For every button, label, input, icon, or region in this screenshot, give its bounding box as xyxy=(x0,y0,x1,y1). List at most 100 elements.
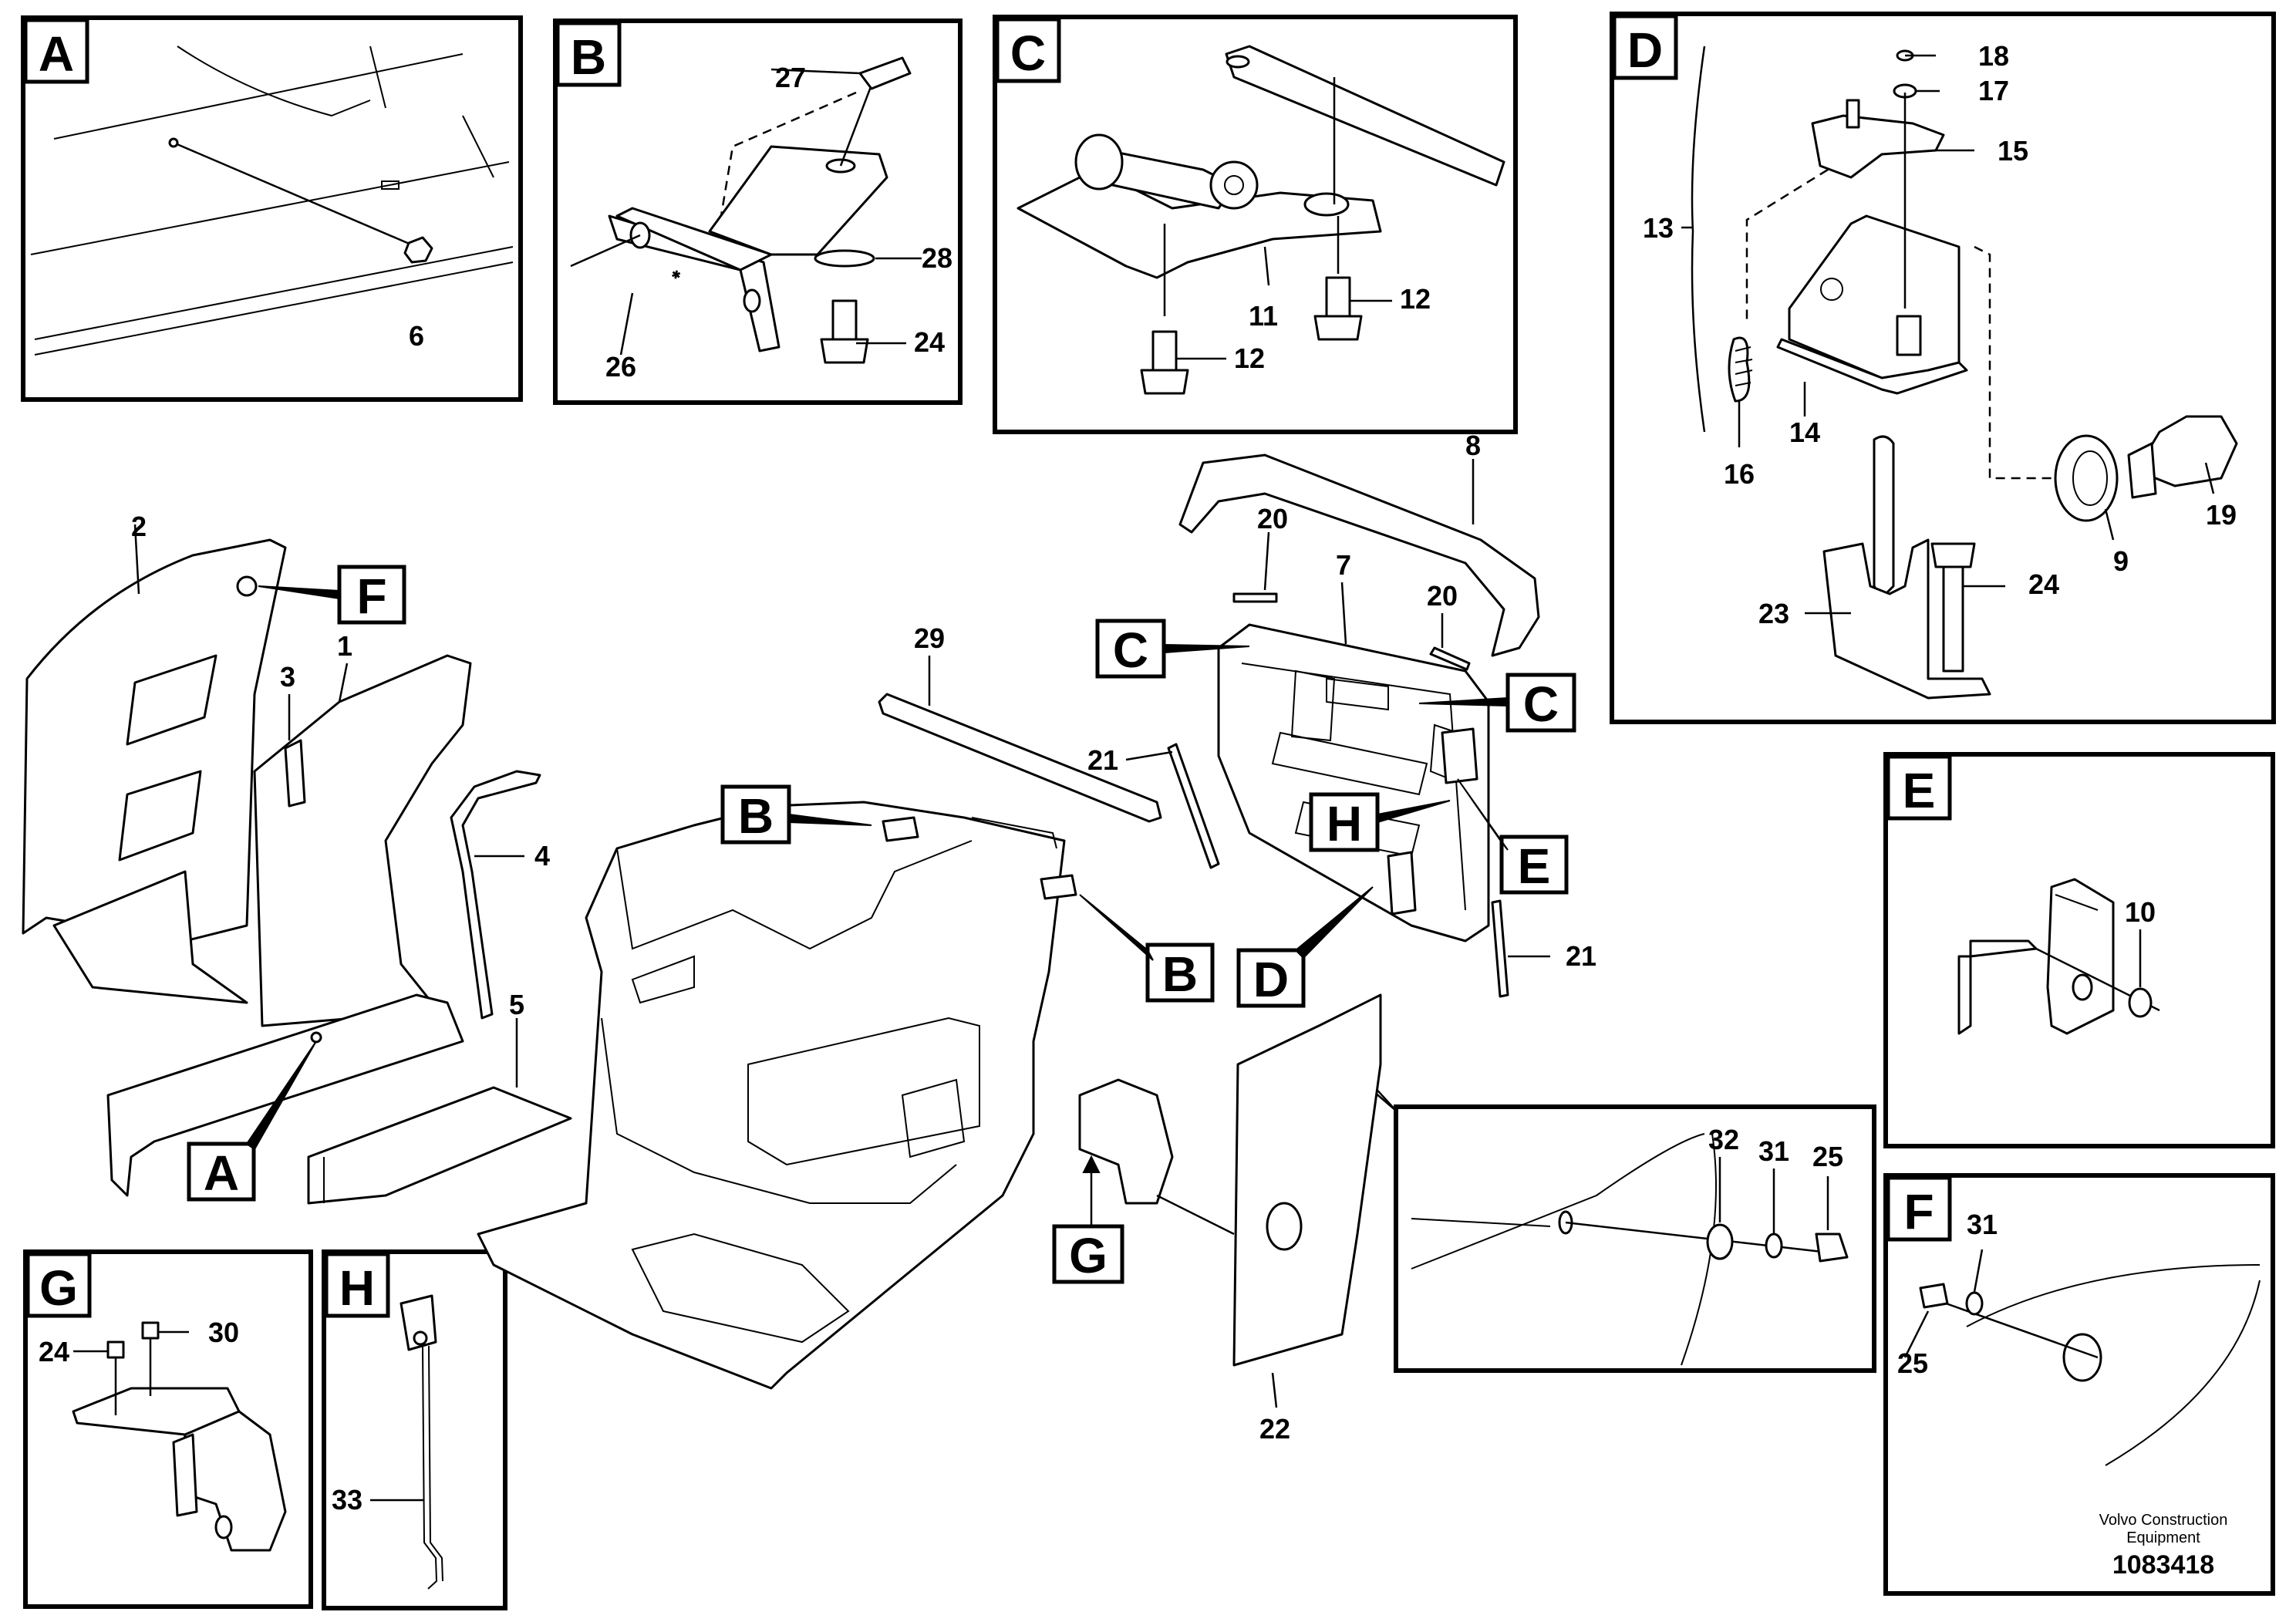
knob-19-icon xyxy=(2135,415,2238,487)
seal-20-b xyxy=(1429,646,1471,671)
label-1: 1 xyxy=(337,630,352,662)
detail-e-tag xyxy=(1886,754,1952,821)
ref-d: D xyxy=(1253,952,1289,1007)
label-31: 31 xyxy=(1758,1135,1789,1167)
label-17: 17 xyxy=(1978,75,2009,106)
catch-23-icon xyxy=(1822,538,1991,700)
ref-g: G xyxy=(1069,1228,1108,1283)
detail-h: H 33 xyxy=(322,1249,507,1610)
label-25: 25 xyxy=(1812,1141,1843,1172)
detail-f-label: F xyxy=(1903,1184,1934,1239)
label-33: 33 xyxy=(332,1484,362,1516)
label-14: 14 xyxy=(1789,416,1820,448)
label-24-d: 24 xyxy=(2028,568,2059,600)
bolt-24-icon xyxy=(831,299,858,341)
seal-8 xyxy=(1178,454,1540,657)
detail-c-label: C xyxy=(1010,25,1046,81)
label-24-g: 24 xyxy=(39,1336,69,1367)
label-26: 26 xyxy=(605,351,636,383)
bolt-25-icon xyxy=(1815,1233,1849,1263)
side-panel-1 xyxy=(253,654,472,1027)
detail-c: C 11 12 12 xyxy=(993,15,1518,434)
seal-4 xyxy=(450,770,541,1020)
ref-tag-g xyxy=(1052,1224,1124,1284)
label-31-f: 31 xyxy=(1967,1209,1998,1240)
detail-c-door-hinge xyxy=(1017,45,1505,395)
detail-f-frame xyxy=(1883,1173,2275,1596)
label-18: 18 xyxy=(1978,40,2009,72)
detail-d-tag xyxy=(1612,14,1678,80)
detail-h-tag xyxy=(324,1252,390,1318)
label-19: 19 xyxy=(2206,499,2237,531)
ref-tag-a xyxy=(187,1141,256,1202)
ref-f: F xyxy=(356,568,386,624)
panel-22 xyxy=(1232,993,1382,1367)
label-12-a: 12 xyxy=(1234,342,1265,374)
seal-20-a xyxy=(1232,592,1278,603)
detail-zoom-panel-fastener: 32 31 25 xyxy=(1333,1042,1876,1373)
label-21-b: 21 xyxy=(1566,940,1596,972)
detail-h-label: H xyxy=(339,1260,375,1316)
label-21-a: 21 xyxy=(1087,744,1118,776)
ref-tag-c-1 xyxy=(1095,619,1166,679)
ref-tag-f xyxy=(337,565,406,625)
washer-31-f-icon xyxy=(1965,1291,1984,1316)
ref-tag-b-2 xyxy=(1145,943,1215,1003)
arrow-g-icon xyxy=(1082,1155,1101,1173)
detail-e-rod-bracket xyxy=(1957,878,2160,1035)
detail-a-cab-sill xyxy=(30,46,514,356)
detail-a: A 6 xyxy=(21,15,523,402)
label-28: 28 xyxy=(922,242,952,274)
label-4: 4 xyxy=(534,840,550,872)
detail-d: D xyxy=(1610,12,2276,724)
bolt-12a-icon xyxy=(1151,330,1178,372)
label-12-b: 12 xyxy=(1400,283,1431,315)
bolt-25-f-icon xyxy=(1919,1283,1949,1309)
bolt-24-d-icon xyxy=(1930,542,1976,568)
label-15: 15 xyxy=(1998,135,2028,167)
detail-g-label: G xyxy=(39,1260,78,1316)
washer-31-icon xyxy=(1765,1233,1783,1259)
detail-f: F 31 25 xyxy=(1883,1173,2275,1596)
svg-text:✱: ✱ xyxy=(670,268,682,282)
strip-21-a xyxy=(1167,743,1220,869)
ref-c-2: C xyxy=(1523,676,1559,732)
label-11: 11 xyxy=(1249,300,1278,332)
ref-tag-h xyxy=(1309,792,1380,852)
ref-h: H xyxy=(1327,796,1362,851)
ref-tag-d xyxy=(1236,948,1306,1008)
screw-30-icon xyxy=(141,1321,160,1340)
detail-b: B ✱ 27 28 24 26 xyxy=(553,19,963,405)
ref-e: E xyxy=(1518,838,1551,894)
detail-a-label: A xyxy=(39,26,74,82)
bracket-g-main xyxy=(1078,1078,1174,1205)
label-5: 5 xyxy=(509,989,524,1020)
spring-16-icon xyxy=(1728,336,1751,403)
bolt-27-icon xyxy=(858,56,912,90)
detail-f-tag xyxy=(1886,1175,1952,1242)
label-20-a: 20 xyxy=(1257,503,1288,534)
label-27: 27 xyxy=(775,62,806,93)
detail-g-bracket xyxy=(72,1321,287,1552)
detail-d-label: D xyxy=(1627,22,1663,78)
ref-a: A xyxy=(204,1145,239,1201)
washer-28-icon xyxy=(814,249,875,268)
label-20-b: 20 xyxy=(1427,580,1458,612)
cab-frame xyxy=(477,801,1066,1390)
detail-e-label: E xyxy=(1903,763,1936,818)
washer-9-icon xyxy=(2054,434,2119,522)
detail-a-tag xyxy=(23,18,89,84)
detail-e: E 10 xyxy=(1883,752,2275,1148)
detail-d-lock-assembly xyxy=(1681,46,2238,700)
label-3: 3 xyxy=(280,661,295,693)
ref-b-2: B xyxy=(1162,946,1198,1002)
label-6: 6 xyxy=(409,320,424,352)
footer: Volvo Construction Equipment 1083418 xyxy=(2099,1512,2228,1580)
label-32: 32 xyxy=(1708,1124,1739,1155)
footer-brand-line1: Volvo Construction xyxy=(2099,1512,2228,1529)
bolt-12b-icon xyxy=(1325,276,1351,318)
label-30: 30 xyxy=(208,1317,239,1348)
clip-10-icon xyxy=(2128,987,2153,1018)
label-22: 22 xyxy=(1259,1413,1290,1445)
label-10: 10 xyxy=(2125,896,2156,928)
